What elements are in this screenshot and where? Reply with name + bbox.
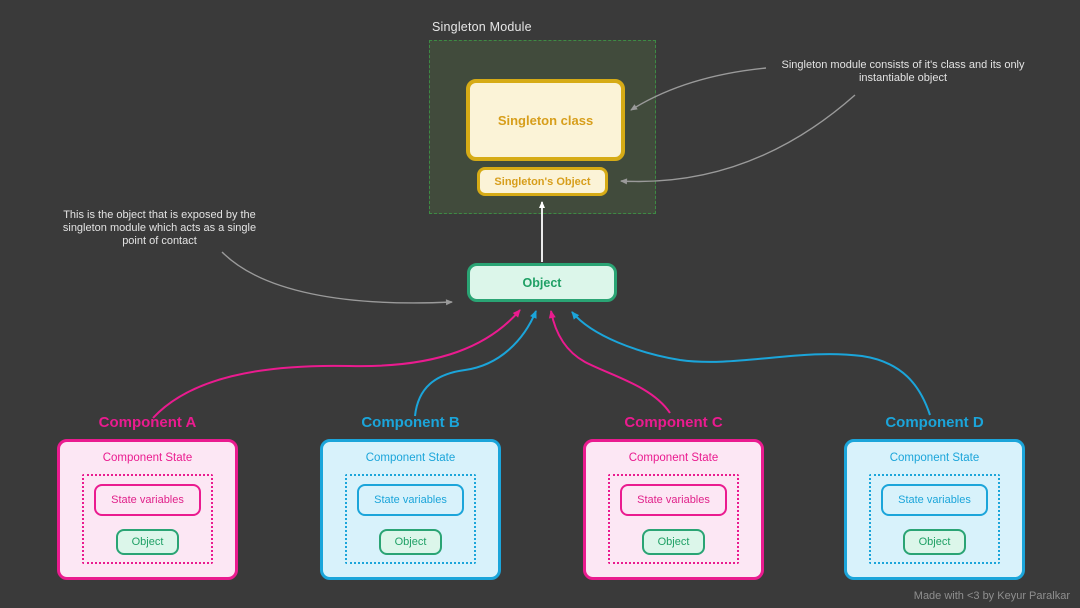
component-b: Component B Component State State variab… <box>320 414 501 580</box>
component-state-label: Component State <box>889 452 980 464</box>
component-c-title: Component C <box>624 414 723 431</box>
component-c: Component C Component State State variab… <box>583 414 764 580</box>
module-annotation: Singleton module consists of it's class … <box>781 59 1025 84</box>
credit-text: Made with <3 by Keyur Paralkar <box>913 590 1070 602</box>
component-a-card: Component State State variables Object <box>57 439 238 580</box>
singleton-module-label: Singleton Module <box>432 20 532 34</box>
state-variables-box: State variables <box>94 483 201 516</box>
arrow-note-to-singleton-object <box>620 94 856 185</box>
component-state-region: State variables Object <box>608 474 739 564</box>
component-d: Component D Component State State variab… <box>844 414 1025 580</box>
component-c-card: Component State State variables Object <box>583 439 764 580</box>
component-state-label: Component State <box>365 452 456 464</box>
arrow-component-a-to-object <box>152 309 521 419</box>
component-state-region: State variables Object <box>345 474 476 564</box>
component-object-box: Object <box>902 528 967 555</box>
component-b-title: Component B <box>361 414 460 431</box>
singleton-class-box: Singleton class <box>466 79 625 161</box>
component-d-card: Component State State variables Object <box>844 439 1025 580</box>
component-state-label: Component State <box>628 452 719 464</box>
arrow-component-d-to-object <box>571 311 931 416</box>
component-a-title: Component A <box>98 414 197 431</box>
component-state-region: State variables Object <box>869 474 1000 564</box>
component-object-box: Object <box>378 528 443 555</box>
component-a: Component A Component State State variab… <box>57 414 238 580</box>
component-state-label: Component State <box>102 452 193 464</box>
state-variables-box: State variables <box>881 483 988 516</box>
component-object-box: Object <box>641 528 706 555</box>
state-variables-box: State variables <box>620 483 727 516</box>
component-state-region: State variables Object <box>82 474 213 564</box>
component-b-card: Component State State variables Object <box>320 439 501 580</box>
state-variables-box: State variables <box>357 483 464 516</box>
component-object-box: Object <box>115 528 180 555</box>
arrow-component-c-to-object <box>548 310 671 414</box>
arrow-component-b-to-object <box>414 310 537 417</box>
exposed-object-box: Object <box>467 263 617 302</box>
singleton-object-box: Singleton's Object <box>477 167 608 196</box>
object-annotation: This is the object that is exposed by th… <box>62 209 257 247</box>
arrow-note-to-exposed-object <box>221 251 453 306</box>
component-d-title: Component D <box>885 414 984 431</box>
